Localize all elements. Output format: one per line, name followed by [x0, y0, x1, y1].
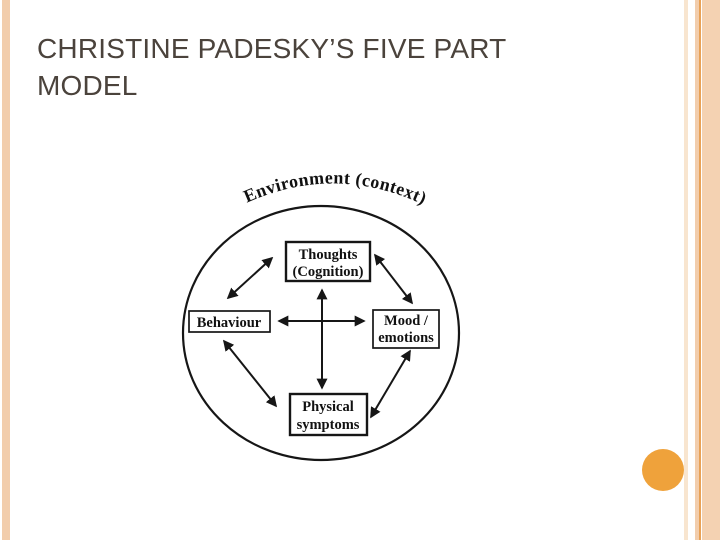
arrow-thoughts-mood: [373, 253, 414, 305]
right-edge-tan-stripe: [695, 0, 699, 540]
node-mood: Mood / emotions: [372, 309, 440, 349]
arrow-behaviour-thoughts: [226, 256, 274, 300]
thoughts-label-line2: (Cognition): [293, 264, 364, 280]
environment-ellipse: [181, 204, 461, 462]
arrow-mood-physical: [370, 349, 411, 419]
arrow-behaviour-physical: [222, 339, 278, 408]
mood-label-line2: emotions: [378, 330, 434, 346]
right-edge-pale-stripe: [684, 0, 688, 540]
right-edge-band: [702, 0, 720, 540]
physical-label-line1: Physical: [302, 399, 354, 415]
left-edge-stripe: [2, 0, 10, 540]
five-part-model-diagram: Environment (context) Thoughts (Cognitio…: [170, 158, 470, 470]
behaviour-label: Behaviour: [197, 315, 262, 331]
node-behaviour: Behaviour: [188, 310, 271, 333]
mood-label-line1: Mood /: [384, 313, 429, 329]
node-physical: Physical symptoms: [288, 392, 369, 437]
node-thoughts: Thoughts (Cognition): [284, 240, 372, 283]
physical-label-line2: symptoms: [297, 417, 360, 433]
right-edge-orange-line: [699, 0, 701, 540]
decorative-corner-circle: [642, 449, 684, 491]
slide-title: CHRISTINE PADESKY’S FIVE PART MODEL: [37, 33, 506, 101]
environment-label: Environment (context): [241, 167, 430, 209]
thoughts-label-line1: Thoughts: [299, 247, 358, 263]
